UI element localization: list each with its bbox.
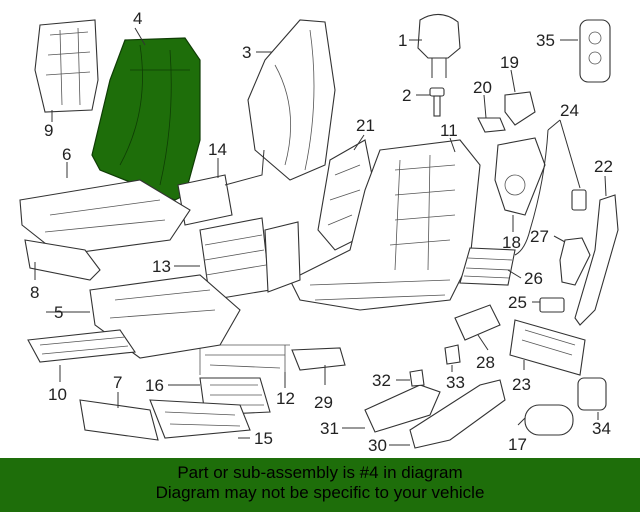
parts-diagram: 4 3 1 2 35 19 20 24 9 21 11 6 14 22 18 2… xyxy=(19,9,619,455)
part-1-headrest xyxy=(417,13,461,78)
callout-22: 22 xyxy=(594,157,613,176)
callout-25: 25 xyxy=(508,293,527,312)
part-9-backrest-panel xyxy=(34,19,99,113)
part-32-bracket xyxy=(409,369,425,387)
part-25-clip xyxy=(539,297,565,313)
callout-24: 24 xyxy=(560,101,579,120)
callout-29: 29 xyxy=(314,393,333,412)
part-15-tray xyxy=(149,399,251,439)
diagram-notice-banner: Part or sub-assembly is #4 in diagram Di… xyxy=(0,458,640,512)
part-28-bracket xyxy=(454,304,501,341)
part-3-rear-cover xyxy=(247,19,336,181)
callout-28: 28 xyxy=(476,353,495,372)
callout-27: 27 xyxy=(530,227,549,246)
notice-line-disclaimer: Diagram may not be specific to your vehi… xyxy=(155,483,485,502)
part-12-heating-mat xyxy=(199,344,290,380)
part-20-trim xyxy=(477,117,506,133)
part-7-pad xyxy=(79,399,159,441)
part-31-trim xyxy=(364,384,441,433)
callout-4: 4 xyxy=(133,9,142,28)
callout-13: 13 xyxy=(152,257,171,276)
callout-5: 5 xyxy=(54,303,63,322)
callout-9: 9 xyxy=(44,121,53,140)
callout-10: 10 xyxy=(48,385,67,404)
callout-11: 11 xyxy=(440,121,458,140)
part-30-trim xyxy=(409,379,506,449)
callout-26: 26 xyxy=(524,269,543,288)
part-8-pad xyxy=(24,239,101,281)
callout-labels: 4 3 1 2 35 19 20 24 9 21 11 6 14 22 18 2… xyxy=(30,9,613,455)
callout-1: 1 xyxy=(398,31,407,50)
part-5-seat-cushion xyxy=(89,274,241,359)
callout-12: 12 xyxy=(276,389,295,408)
notice-line-part-number: Part or sub-assembly is #4 in diagram xyxy=(177,463,463,482)
leader-lines xyxy=(34,27,607,446)
callout-3: 3 xyxy=(242,43,251,62)
callout-2: 2 xyxy=(402,86,411,105)
callout-18: 18 xyxy=(502,233,521,252)
callout-23: 23 xyxy=(512,375,531,394)
callout-32: 32 xyxy=(372,371,391,390)
callout-21: 21 xyxy=(356,116,375,135)
part-22-side-trim xyxy=(574,194,619,326)
callout-34: 34 xyxy=(592,419,611,438)
part-2-headrest-guide xyxy=(429,87,445,117)
part-10-mat xyxy=(27,329,136,363)
callout-6: 6 xyxy=(62,145,71,164)
part-29-cover xyxy=(291,347,346,371)
part-6-cushion-cover xyxy=(19,179,191,256)
part-33-bracket xyxy=(444,344,461,365)
part-11-seat-frame xyxy=(289,139,481,311)
callout-8: 8 xyxy=(30,283,39,302)
callout-7: 7 xyxy=(113,373,122,392)
part-13-panel xyxy=(199,217,301,301)
callout-20: 20 xyxy=(473,78,492,97)
part-18-side-cover xyxy=(494,137,546,216)
callout-14: 14 xyxy=(208,140,227,159)
part-14-module xyxy=(177,149,265,226)
part-26-mat xyxy=(459,247,516,286)
callout-17: 17 xyxy=(508,435,527,454)
callout-16: 16 xyxy=(145,376,164,395)
part-24-cables xyxy=(514,129,587,256)
part-27-trim xyxy=(559,237,591,286)
part-23-module xyxy=(509,319,586,376)
callout-19: 19 xyxy=(500,53,519,72)
part-19-trim xyxy=(504,91,536,126)
part-17-cylinder xyxy=(524,404,574,436)
callout-33: 33 xyxy=(446,373,465,392)
callout-15: 15 xyxy=(254,429,273,448)
part-34-button xyxy=(577,377,607,411)
part-35-switch xyxy=(579,19,611,83)
callout-30: 30 xyxy=(368,436,387,455)
callout-35: 35 xyxy=(536,31,555,50)
part-4-backrest-highlighted xyxy=(91,37,201,201)
callout-31: 31 xyxy=(320,419,339,438)
